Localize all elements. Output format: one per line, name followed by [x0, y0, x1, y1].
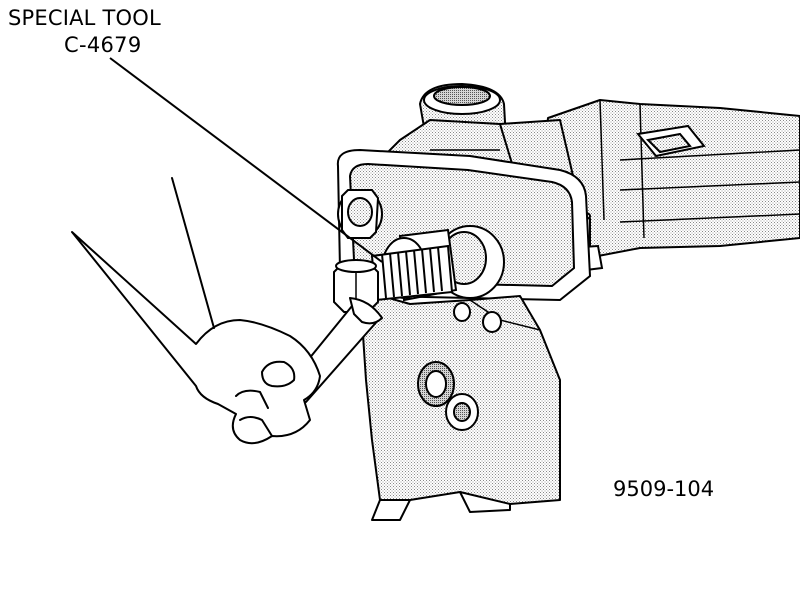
callout-label-line1: SPECIAL TOOL [8, 6, 161, 30]
block-boss-1 [417, 361, 455, 407]
figure-number: 9509-104 [613, 477, 715, 501]
valve-cover-plate [636, 124, 706, 158]
forcing-screw [370, 244, 454, 302]
flange-bolt-left [337, 189, 383, 239]
block-boss-3 [453, 302, 502, 333]
block-boss-2 [445, 393, 479, 431]
hex-nut [333, 259, 379, 313]
callout-leader-line [109, 57, 383, 263]
callout-label-line2: C-4679 [64, 33, 142, 57]
hand [71, 177, 321, 445]
